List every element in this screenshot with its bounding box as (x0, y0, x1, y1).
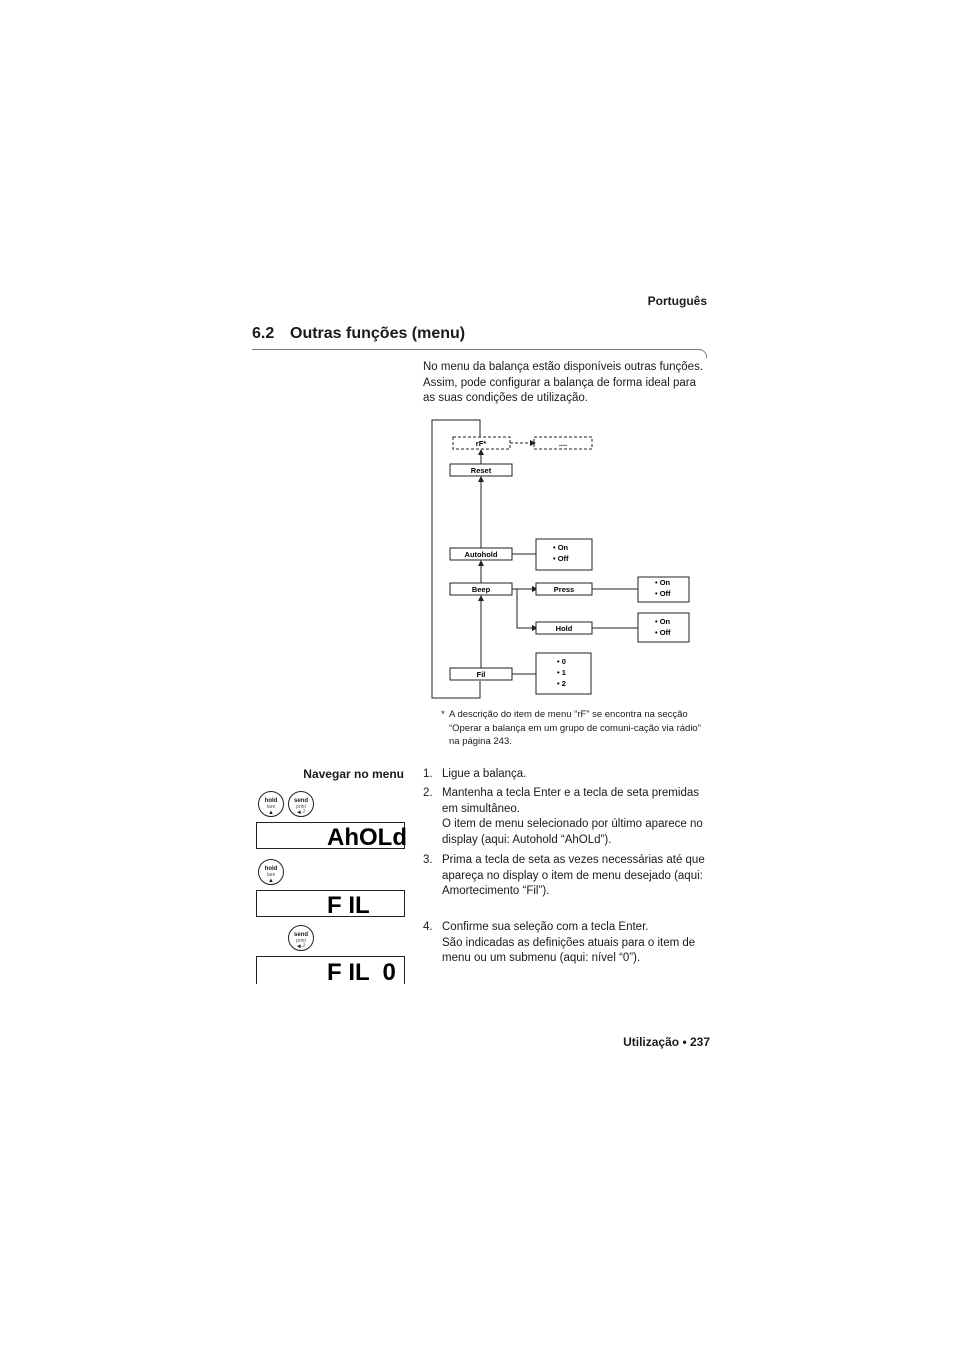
display-ahold-text: AhOLd (327, 824, 406, 850)
display-fil-0: F IL 0 (256, 956, 405, 985)
step-4-text-2: São indicadas as definições atuais para … (442, 936, 696, 965)
section-number: 6.2 (252, 325, 275, 342)
hold-tare-key-2: hold tare ▲ (258, 859, 284, 885)
menu-label-rf: rF* (476, 439, 487, 448)
up-arrow-icon-2: ▲ (268, 878, 274, 884)
enter-icon: ◄┘ (295, 810, 307, 816)
send-key-label: send (293, 798, 308, 804)
menu-label-fil: Fil (477, 670, 486, 679)
step-4-number: 4. (423, 921, 433, 933)
footnote: * A descrição do item de menu “rF” se en… (441, 708, 701, 749)
tare-key-label: tare (266, 804, 276, 810)
menu-label-reset: Reset (471, 466, 492, 475)
print-key-label: print (296, 804, 306, 810)
step-1-text: Ligue a balança. (442, 768, 527, 780)
section-rule-corner (698, 349, 707, 358)
step-2-text: Mantenha a tecla Enter e a tecla de seta… (442, 787, 699, 815)
fil-option-2: • 2 (557, 679, 566, 688)
hold-tare-key: hold tare ▲ (258, 791, 284, 817)
fil-option-1: • 1 (557, 668, 566, 677)
page-footer: Utilização • 237 (623, 1035, 710, 1049)
step-2: 2. Mantenha a tecla Enter e a tecla de s… (423, 786, 713, 848)
up-arrow-icon: ▲ (268, 810, 274, 816)
send-key-label-2: send (293, 932, 308, 938)
menu-label-press: Press (554, 585, 574, 594)
menu-diagram: rF* .... Reset Autohold • On • Off Beep … (431, 419, 690, 699)
display-ahold-svg: AhOLd (327, 824, 406, 850)
section-rule (252, 349, 700, 350)
press-option-off: • Off (655, 589, 671, 598)
menu-label-autohold: Autohold (465, 550, 498, 559)
step-3: 3. Prima a tecla de seta as vezes necess… (423, 853, 713, 900)
print-key-label-2: print (296, 938, 306, 944)
section-title: 6.2 Outras funções (menu) (252, 325, 465, 343)
loop-connector (431, 419, 481, 699)
fil-option-0: • 0 (557, 657, 566, 666)
display-fil: F IL (256, 890, 405, 918)
step-4: 4. Confirme sua seleção com a tecla Ente… (423, 920, 713, 967)
step-2-text-2: O item de menu selecionado por último ap… (442, 818, 703, 846)
display-ahold: AhOLd (256, 822, 406, 850)
press-option-on: • On (655, 578, 671, 587)
footnote-marker: * (441, 709, 445, 720)
autohold-option-off: • Off (553, 554, 569, 563)
tare-key-label-2: tare (266, 872, 276, 878)
display-fil-0-svg: F IL 0 (327, 959, 396, 985)
options-box-press (637, 576, 690, 603)
step-2-number: 2. (423, 787, 433, 799)
menu-label-beep: Beep (472, 585, 491, 594)
menu-label-dots: .... (559, 439, 567, 448)
step-1: 1. Ligue a balança. (423, 767, 713, 783)
step-3-number: 3. (423, 854, 433, 866)
step-1-number: 1. (423, 768, 433, 780)
navigation-heading: Navegar no menu (303, 767, 404, 781)
step-3-text: Prima a tecla de seta as vezes necessári… (442, 854, 705, 897)
hold-key-label-2: hold (264, 866, 278, 872)
options-box-hold (637, 612, 690, 643)
autohold-option-on: • On (553, 543, 569, 552)
hold-key-label: hold (264, 798, 278, 804)
options-box-fil (535, 652, 592, 695)
menu-label-hold: Hold (556, 624, 573, 633)
display-fil-svg: F IL (327, 892, 370, 918)
display-fil-0-text: F IL 0 (327, 959, 396, 985)
display-fil-text: F IL (327, 892, 370, 918)
arrow-beep-hold (516, 589, 538, 631)
section-title-text: Outras funções (menu) (290, 325, 466, 342)
hold-option-off: • Off (655, 628, 671, 637)
step-4-text: Confirme sua seleção com a tecla Enter. (442, 921, 649, 933)
language-label: Português (647, 294, 707, 308)
intro-paragraph: No menu da balança estão disponíveis out… (423, 361, 704, 404)
enter-icon-2: ◄┘ (295, 944, 307, 950)
footnote-text: A descrição do item de menu “rF” se enco… (449, 709, 701, 747)
send-print-key: send print ◄┘ (288, 791, 314, 817)
options-box-autohold (535, 538, 593, 571)
send-print-key-2: send print ◄┘ (288, 925, 314, 951)
hold-option-on: • On (655, 617, 671, 626)
